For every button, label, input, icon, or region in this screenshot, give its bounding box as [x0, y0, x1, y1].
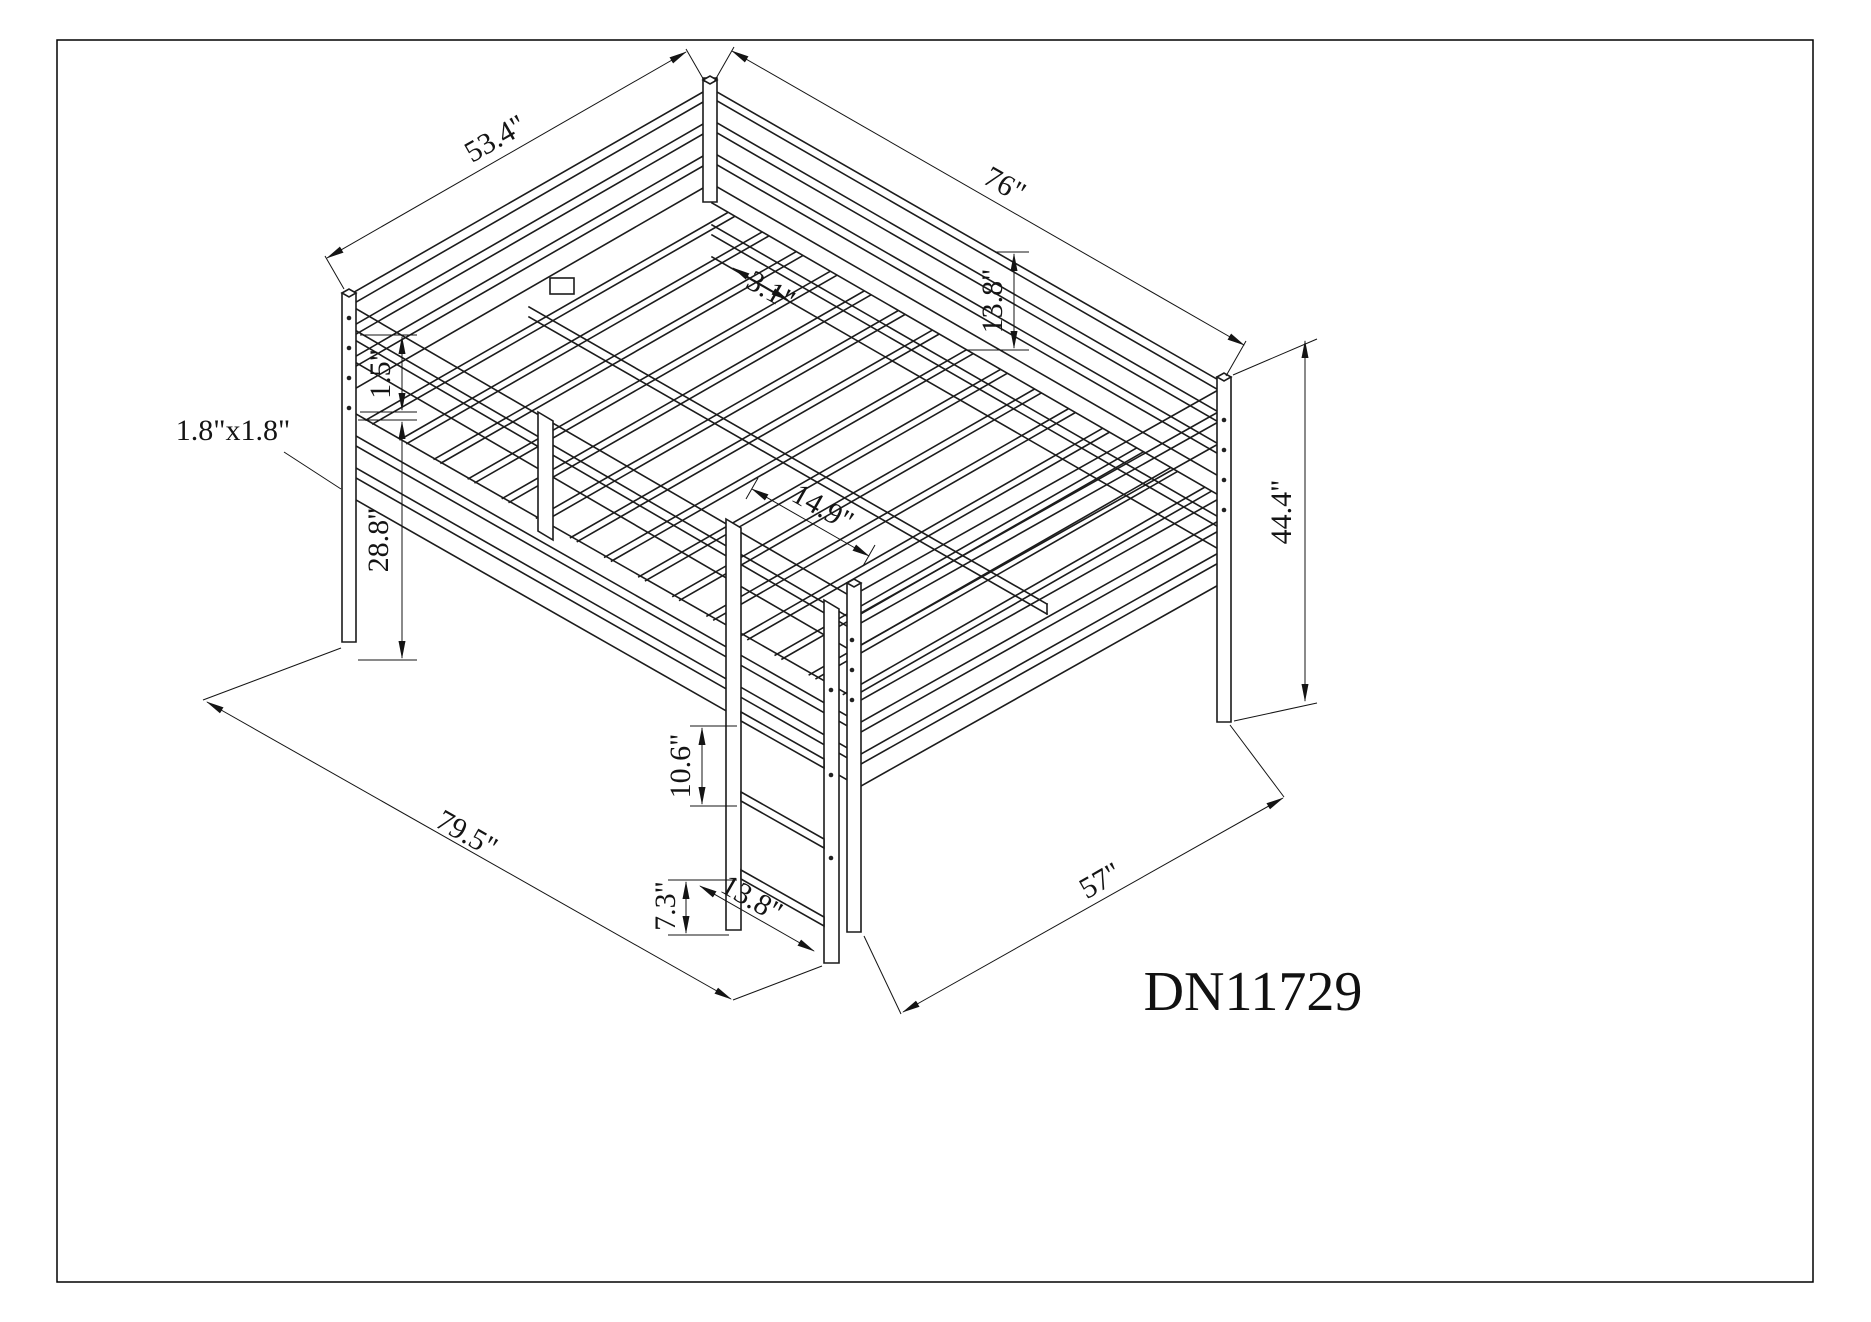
slat-bracket — [549, 277, 575, 295]
dim-underbed-height: 28.8" — [358, 419, 417, 661]
ladder-right-stringer — [823, 598, 840, 964]
overall-length-label: 79.5" — [430, 803, 503, 864]
left-post-cap — [340, 288, 358, 298]
right-post — [1216, 376, 1232, 723]
model-number: DN11729 — [1144, 961, 1363, 1023]
center-support-rail — [527, 305, 1049, 616]
dim-post-section: 1.8"x1.8" — [176, 414, 342, 490]
front-post — [846, 582, 862, 933]
ladder-rung — [740, 790, 825, 850]
post-section-label: 1.8"x1.8" — [176, 414, 291, 447]
bed-posts — [340, 75, 1233, 933]
overall-width-label: 57" — [1074, 856, 1127, 906]
screw-dots — [346, 315, 1227, 861]
platform-frame-front-right — [859, 495, 1224, 788]
overall-height-label: 44.4" — [1265, 480, 1298, 545]
guard-rail-support — [537, 410, 554, 542]
back-post-cap — [701, 75, 719, 85]
drawing-border — [56, 39, 1814, 1283]
right-post-cap — [1215, 372, 1233, 382]
dim-rail-spacing: 14.9" — [745, 477, 876, 567]
dim-top-width: 53.4" — [324, 48, 706, 290]
guard-rail-height-label: 13.8" — [976, 269, 1009, 334]
rung-spacing-label: 10.6" — [664, 734, 697, 799]
dim-left-rail-spacing: 1.5" — [360, 334, 417, 413]
ladder-rung — [740, 710, 825, 770]
front-post-cap — [845, 578, 863, 588]
top-width-label: 53.4" — [459, 108, 532, 169]
slat-spacing-label: 3.1" — [741, 264, 801, 317]
back-post — [702, 77, 718, 203]
left-rail-spacing-label: 1.5" — [364, 349, 397, 399]
dim-slat-spacing: 3.1" — [732, 264, 801, 317]
rung-bottom-height-label: 7.3" — [649, 881, 682, 931]
platform-frame-front-left — [347, 408, 860, 788]
dim-guard-rail-height: 13.8" — [966, 251, 1029, 351]
guard-rail-front-right — [857, 387, 1222, 648]
left-post — [341, 292, 357, 643]
ladder — [725, 517, 840, 964]
top-length-label: 76" — [978, 160, 1031, 210]
underbed-height-label: 28.8" — [362, 508, 395, 573]
dim-overall-height: 44.4" — [1232, 338, 1318, 722]
